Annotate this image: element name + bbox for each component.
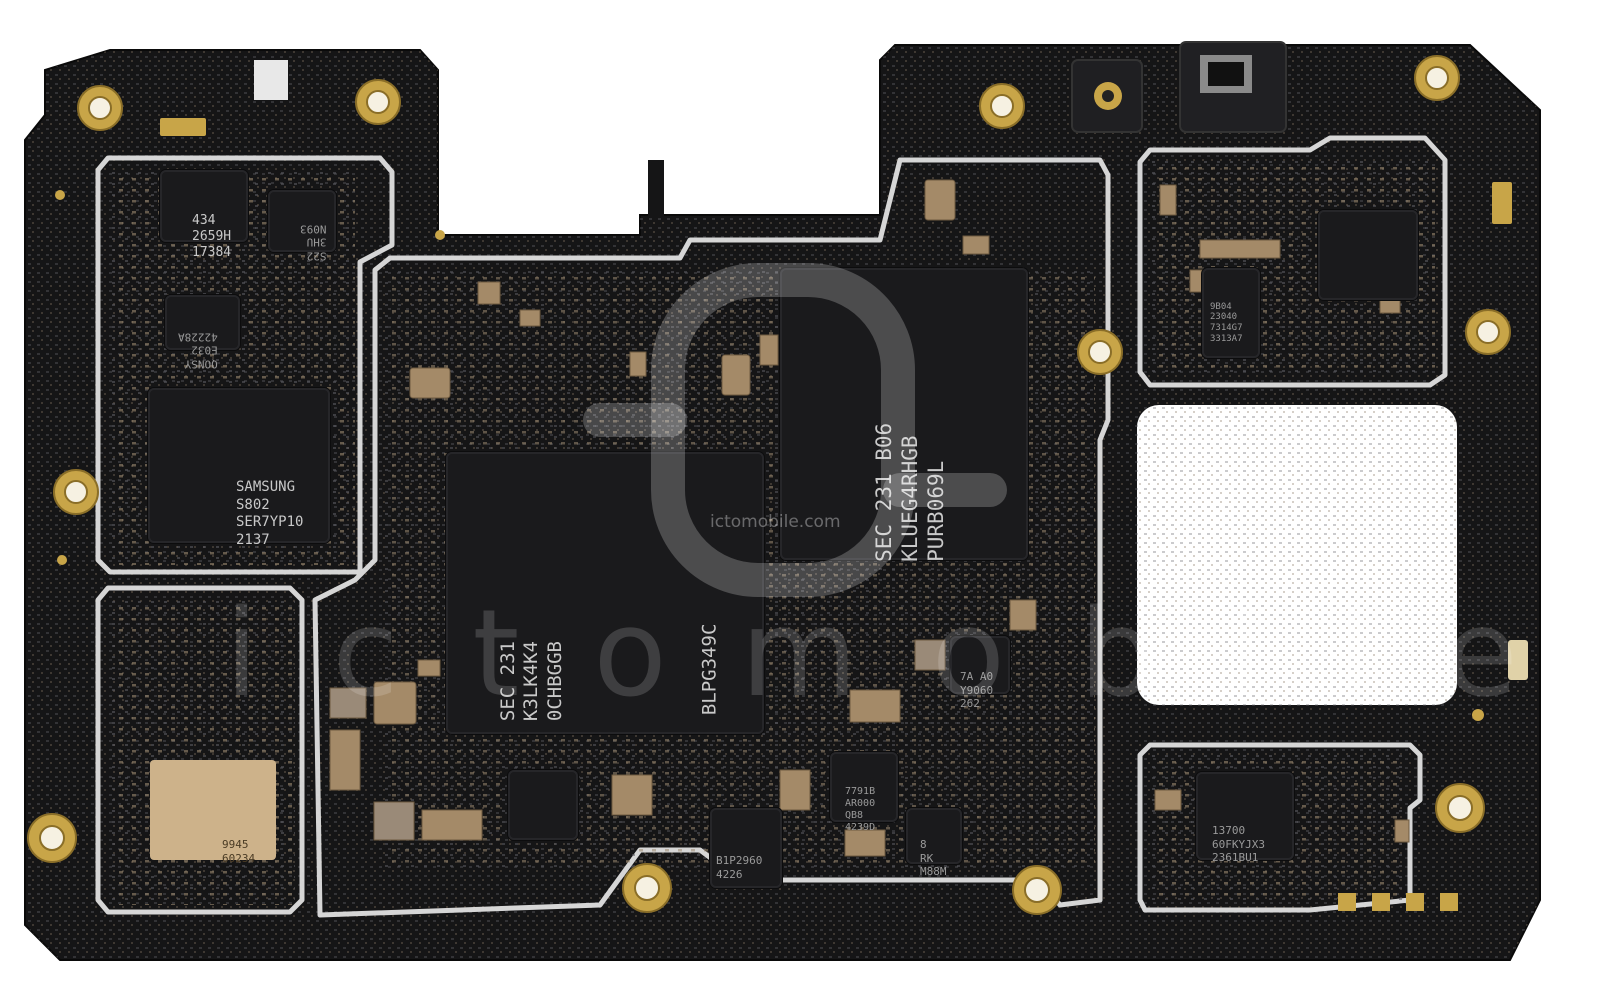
- shield-frame-right-top: [1137, 135, 1448, 388]
- shield-frame-left-bottom: [95, 585, 305, 915]
- chip-s822: [268, 190, 336, 252]
- chip-qonsy: [165, 295, 240, 350]
- gold-module: [150, 760, 276, 860]
- chip-right-top-square: [1318, 210, 1418, 300]
- mounting-holes: [27, 55, 1511, 915]
- chip-right-top: [1202, 268, 1260, 358]
- ufs-storage-chip: [780, 268, 1028, 560]
- chip-434: [160, 170, 248, 242]
- soc-chip: [446, 452, 764, 734]
- chip-7aa0: [950, 636, 1010, 694]
- chip-7791: [830, 752, 898, 822]
- chip-13700: [1196, 772, 1294, 860]
- chip-8rk: [906, 808, 962, 864]
- chip-center-small: [508, 770, 578, 840]
- watermark-word: ictomobile: [225, 585, 1592, 724]
- shield-frame-left-top: [95, 155, 395, 575]
- watermark-site: ictomobile.com: [710, 512, 841, 532]
- chip-b1p: [710, 808, 782, 888]
- samsung-pmic-chip: [148, 388, 330, 543]
